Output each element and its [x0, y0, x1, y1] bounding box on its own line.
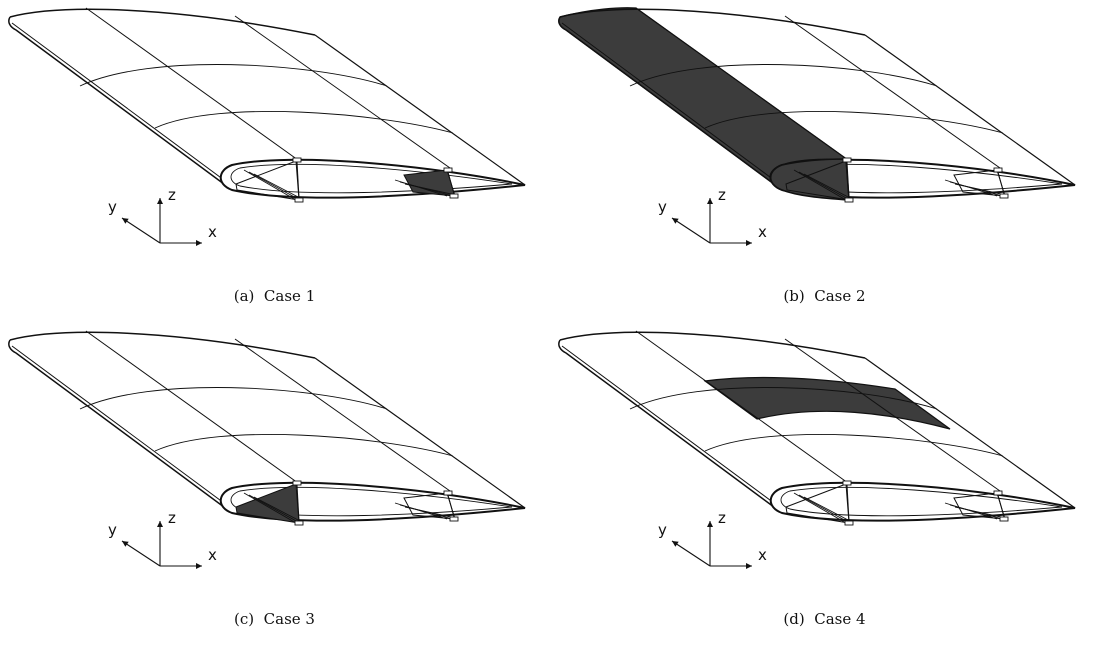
panel-caption: (b) Case 2: [783, 287, 866, 305]
front-spar: [785, 157, 854, 203]
wing-leading-edge: [8, 339, 233, 514]
y-axis-label: y: [108, 521, 117, 539]
rib-line-2: [154, 434, 454, 457]
y-axis-label: y: [108, 198, 117, 216]
x-axis-label: x: [208, 546, 217, 564]
panel-case-2: z x y (b) Case 2: [550, 0, 1099, 323]
wing-leading-edge: [558, 339, 783, 514]
x-axis-label: x: [758, 546, 767, 564]
leading-edge-strip: [561, 345, 779, 507]
root-airfoil-inner: [230, 486, 513, 517]
leading-edge-strip: [11, 345, 229, 507]
z-axis-label: z: [168, 509, 176, 527]
root-airfoil-inner: [780, 486, 1063, 517]
wing-diagram: z x y: [558, 7, 1076, 246]
rib-line-1: [79, 387, 388, 410]
front-spar: [785, 480, 854, 526]
y-axis-arrow: [671, 217, 711, 244]
rear-spar: [394, 167, 459, 199]
x-axis-label: x: [208, 223, 217, 241]
coordinate-axes: z x y: [658, 509, 767, 569]
wing-top-edge: [559, 331, 866, 359]
front-spar: [235, 480, 304, 526]
panel-caption: (a) Case 1: [233, 287, 316, 305]
panel-caption: (c) Case 3: [234, 610, 315, 628]
panel-case-4: z x y (d) Case 4: [550, 323, 1099, 646]
span-line-2: [234, 338, 451, 492]
rib-line-2: [704, 434, 1004, 457]
front-spar: [235, 157, 304, 203]
y-axis-arrow: [121, 540, 161, 567]
panel-case-3: z x y (c) Case 3: [0, 323, 549, 646]
rear-spar: [944, 490, 1009, 522]
rib-line-2: [704, 111, 1004, 134]
coordinate-axes: z x y: [108, 186, 217, 246]
rib-line-1: [629, 387, 938, 410]
z-axis-label: z: [718, 509, 726, 527]
wing-diagram: z x y: [558, 330, 1076, 569]
wing-diagram: z x y: [8, 330, 526, 569]
wing-diagram: z x y: [8, 7, 526, 246]
coordinate-axes: z x y: [108, 509, 217, 569]
span-line-2: [784, 338, 1001, 492]
coordinate-axes: z x y: [658, 186, 767, 246]
wing-trailing-edge: [314, 34, 526, 186]
wing-trailing-edge: [864, 34, 1076, 186]
rib-line-1: [79, 64, 388, 87]
rear-spar: [394, 490, 459, 522]
z-axis-label: z: [718, 186, 726, 204]
span-line-1: [635, 7, 849, 161]
rib-line-2: [154, 111, 454, 134]
wing-trailing-edge: [864, 357, 1076, 509]
wing-top-edge: [9, 331, 316, 359]
z-axis-label: z: [168, 186, 176, 204]
y-axis-arrow: [121, 217, 161, 244]
span-line-2: [234, 15, 451, 169]
rib-line-1: [629, 64, 938, 87]
wing-top-edge: [9, 8, 316, 36]
y-axis-arrow: [671, 540, 711, 567]
wing-leading-edge: [558, 16, 783, 191]
wing-leading-edge: [8, 16, 233, 191]
wing-top-edge: [559, 8, 866, 36]
panel-caption: (d) Case 4: [783, 610, 866, 628]
upper-skin-panel-highlight: [703, 376, 951, 430]
wing-trailing-edge: [314, 357, 526, 509]
span-line-1: [85, 7, 299, 161]
span-line-1: [635, 330, 849, 484]
span-line-1: [85, 330, 299, 484]
leading-edge-strip: [11, 22, 229, 184]
span-line-2: [784, 15, 1001, 169]
y-axis-label: y: [658, 521, 667, 539]
leading-edge-strip: [561, 22, 779, 184]
y-axis-label: y: [658, 198, 667, 216]
panel-case-1: z x y (a) Case 1: [0, 0, 549, 323]
rear-spar: [944, 167, 1009, 199]
x-axis-label: x: [758, 223, 767, 241]
